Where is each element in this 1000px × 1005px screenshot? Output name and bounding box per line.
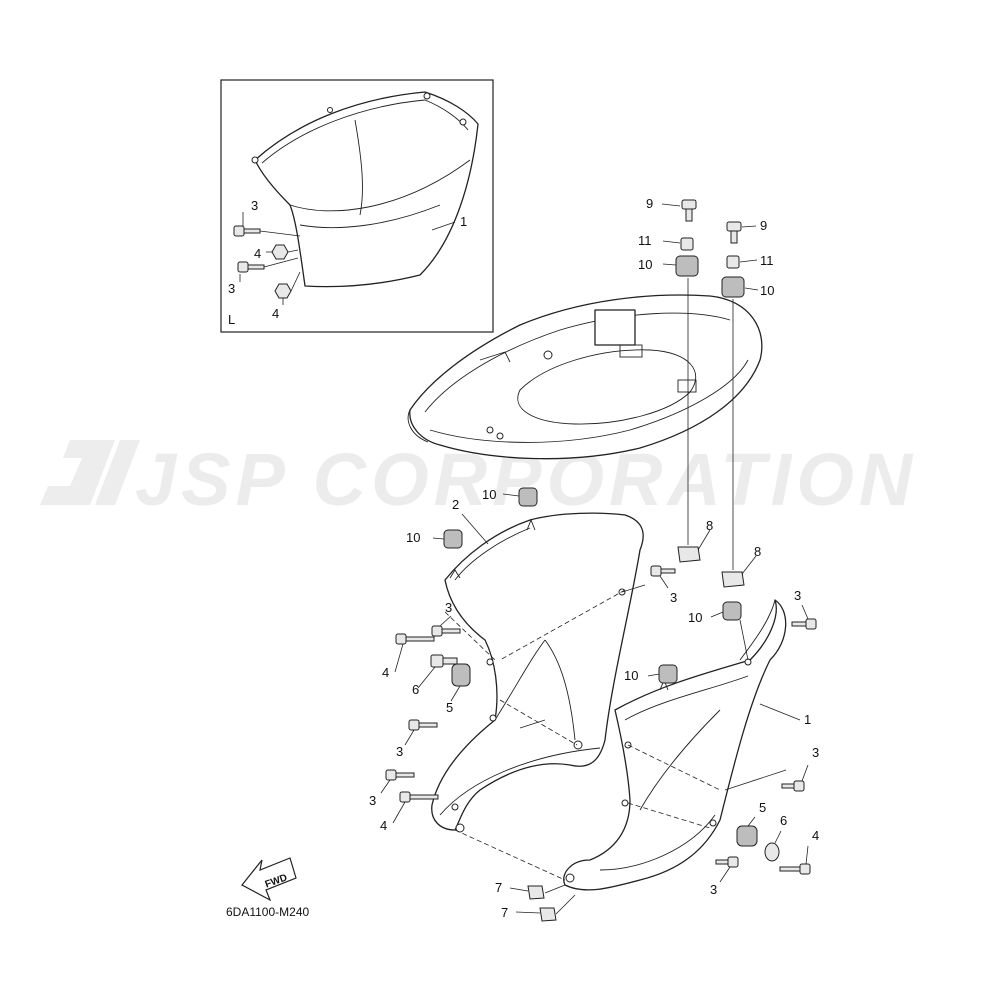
nut-icon [274,283,292,299]
clip-icon [527,885,545,900]
callout-3d: 3 [670,590,677,605]
callout-4c: 4 [812,828,819,843]
inset-frame [220,79,494,333]
callout-2: 2 [452,497,459,512]
bolt-icon [399,791,439,803]
bolt-icon [395,633,435,645]
callout-1: 1 [804,712,811,727]
callout-6a: 6 [412,682,419,697]
screw-icon [408,719,438,731]
callout-10e: 10 [688,610,702,625]
callout-8b: 8 [754,544,761,559]
drawing-code: 6DA1100-M240 [226,905,309,919]
side-cover-2-part [431,512,644,833]
inset-left-cover: 1 3 4 3 4 L [220,79,494,333]
callout-3e: 3 [794,588,801,603]
callout-inset-4b: 4 [272,306,279,321]
callout-7a: 7 [495,880,502,895]
bolt-icon [779,863,811,875]
callout-4b: 4 [380,818,387,833]
callout-inset-3a: 3 [251,198,258,213]
grommet-icon [451,663,471,687]
callout-10f: 10 [624,668,638,683]
screw-icon [431,625,461,637]
callout-3c: 3 [369,793,376,808]
callout-3f: 3 [812,745,819,760]
grommet-icon [675,255,699,277]
callout-9a: 9 [646,196,653,211]
fwd-arrow-icon: FWD [241,857,297,902]
callout-10b: 10 [760,283,774,298]
callout-inset-3b: 3 [228,281,235,296]
callout-3g: 3 [710,882,717,897]
bolt-icon [233,225,261,237]
nut-icon [271,244,289,260]
clip-icon [539,907,557,922]
callout-inset-4a: 4 [254,246,261,261]
grommet-icon [721,276,745,298]
grommet-icon [658,664,678,684]
collar-icon [680,237,694,251]
callout-5a: 5 [446,700,453,715]
screw-icon [791,618,817,630]
callout-4a: 4 [382,665,389,680]
callout-8a: 8 [706,518,713,533]
callout-11a: 11 [638,233,652,248]
callout-6b: 6 [780,813,787,828]
callout-3b: 3 [396,744,403,759]
screw-icon [781,780,805,792]
clip-nut-icon [721,571,745,588]
grommet-icon [443,529,463,549]
callout-7b: 7 [501,905,508,920]
callout-10a: 10 [638,257,652,272]
callout-11b: 11 [760,253,774,268]
callout-10c: 10 [482,487,496,502]
grommet-icon [736,825,758,847]
callout-10d: 10 [406,530,420,545]
bolt-icon [237,261,265,273]
upper-pan-part [407,294,763,460]
watermark: JSP CORPORATION [40,438,912,521]
bolt-icon [726,221,742,244]
collar-icon [726,255,740,269]
watermark-logo-icon [40,440,140,505]
side-cover-1-part [563,599,787,891]
screw-icon [715,856,739,868]
bolt-icon [681,199,697,222]
screw-icon [385,769,415,781]
callout-inset-1: 1 [460,214,467,229]
washer-collar-icon [430,654,458,668]
screw-icon [650,565,676,577]
callout-5b: 5 [759,800,766,815]
inset-cover-part [254,91,479,288]
inset-label: L [228,312,235,327]
callout-3a: 3 [445,600,452,615]
washer-icon [764,842,780,862]
callout-9b: 9 [760,218,767,233]
clip-nut-icon [677,546,701,563]
grommet-icon [722,601,742,621]
grommet-icon [518,487,538,507]
